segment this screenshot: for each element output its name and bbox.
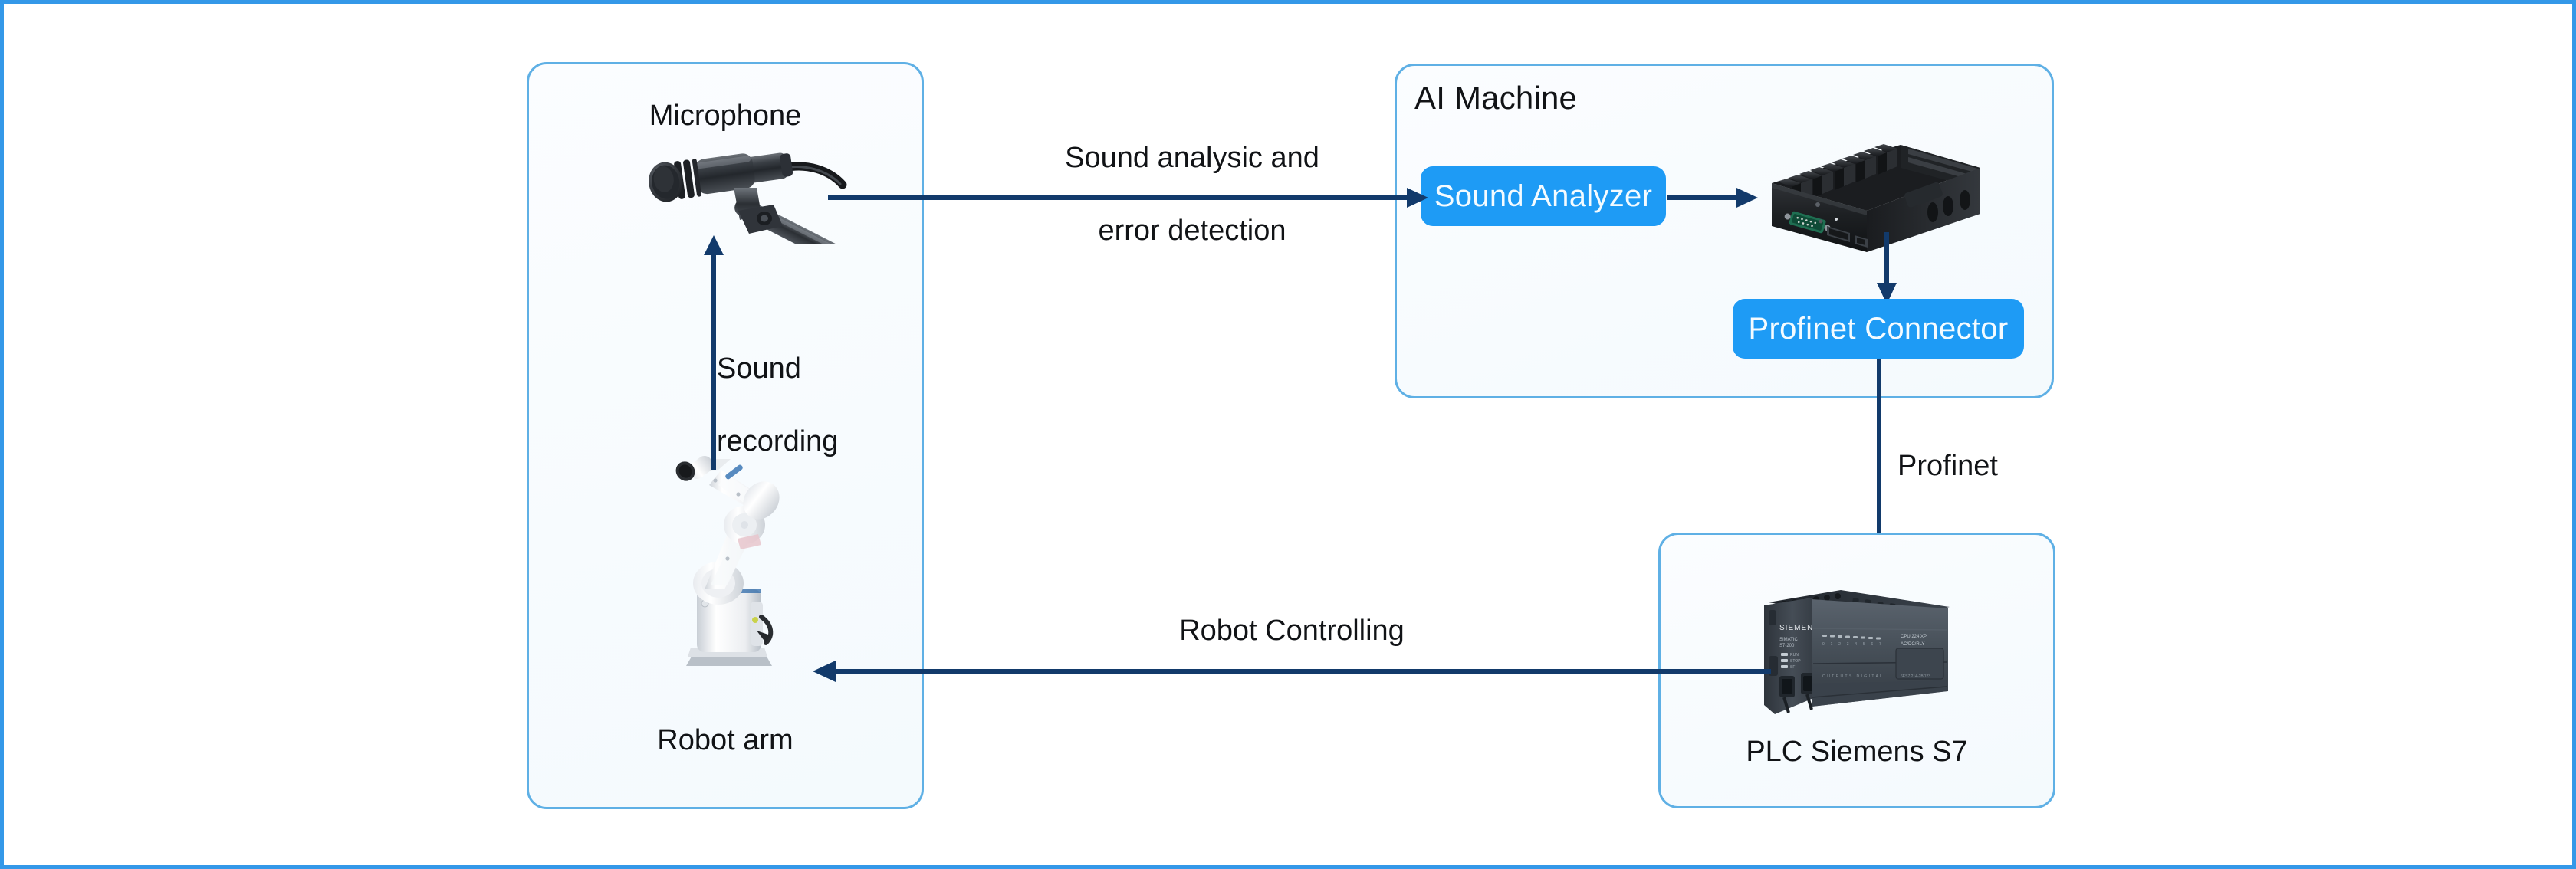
svg-text:AC/DC/RLY: AC/DC/RLY xyxy=(1901,642,1925,647)
edge-label-sound-recording-line2: recording xyxy=(717,425,839,457)
robot-arm-icon xyxy=(665,454,826,700)
edge-label-robot-controlling: Robot Controlling xyxy=(1179,615,1405,647)
arrow-pc-to-connector xyxy=(1877,232,1897,304)
edge-label-profinet: Profinet xyxy=(1898,450,1998,482)
edge-label-sound-recording: Sound recording xyxy=(717,314,947,497)
svg-text:SIMATIC: SIMATIC xyxy=(1779,638,1799,642)
caption-robot-arm: Robot arm xyxy=(657,724,794,756)
arrow-sound-analysic xyxy=(828,188,1428,208)
siemens-plc-icon: SIEMENS SIMATIC S7-200 RUN STOP SF xyxy=(1758,582,1956,724)
microphone-icon xyxy=(642,140,849,244)
svg-text:SF: SF xyxy=(1790,665,1795,670)
process-box-profinet-connector[interactable]: Profinet Connector xyxy=(1733,299,2024,359)
svg-text:SIEMENS: SIEMENS xyxy=(1779,624,1819,632)
industrial-pc-icon xyxy=(1750,140,1994,257)
arrow-analyzer-to-pc xyxy=(1668,188,1758,208)
edge-label-sound-analysic-line1: Sound analysic and xyxy=(1065,141,1319,174)
panel-title-ai-machine: AI Machine xyxy=(1414,80,1578,116)
edge-label-sound-analysic-line2: error detection xyxy=(1098,214,1286,247)
caption-plc: PLC Siemens S7 xyxy=(1746,736,1968,768)
caption-microphone: Microphone xyxy=(649,100,802,132)
svg-text:0 1 2 3 4 5 6 7: 0 1 2 3 4 5 6 7 xyxy=(1822,642,1884,647)
svg-text:STOP: STOP xyxy=(1790,659,1801,664)
edge-label-sound-recording-line1: Sound xyxy=(717,352,801,385)
edge-label-sound-analysic: Sound analysic and error detection xyxy=(1008,103,1376,286)
svg-text:RUN: RUN xyxy=(1790,653,1799,657)
svg-text:6ES7 214-2BD23: 6ES7 214-2BD23 xyxy=(1901,674,1930,679)
svg-text:S7-200: S7-200 xyxy=(1779,644,1795,648)
svg-text:OUTPUTS DIGITAL: OUTPUTS DIGITAL xyxy=(1822,674,1884,679)
process-box-sound-analyzer[interactable]: Sound Analyzer xyxy=(1421,166,1666,226)
svg-text:CPU 224 XP: CPU 224 XP xyxy=(1901,635,1927,639)
arrow-sound-recording xyxy=(704,235,724,470)
arrow-robot-controlling xyxy=(813,661,1771,682)
